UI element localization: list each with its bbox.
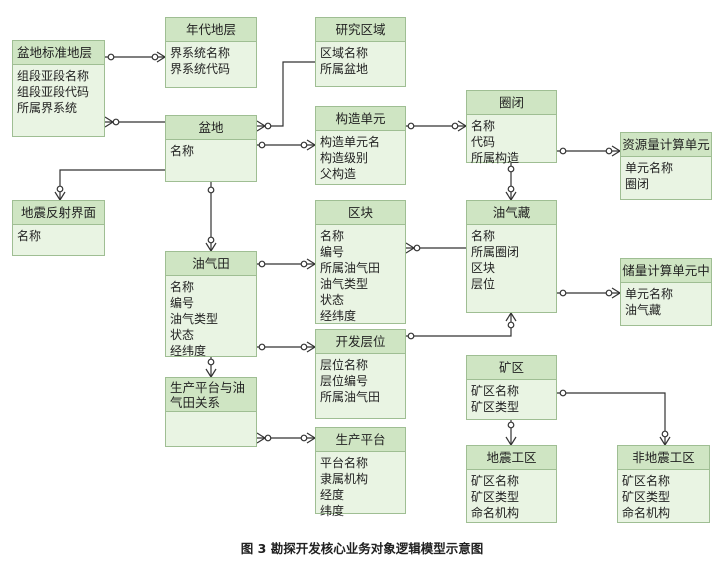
entity-attribute: 父构造 bbox=[320, 167, 357, 181]
entity-attribute: 矿区名称 bbox=[471, 474, 520, 488]
entity-attribute: 界系统名称 bbox=[170, 46, 231, 60]
relationship-lines bbox=[54, 51, 671, 447]
entity-non-seismic-work-area[interactable]: 非地震工区 矿区名称 矿区类型 命名机构 bbox=[617, 445, 710, 523]
entity-oilfield[interactable]: 油气田 名称 编号 油气类型 状态 经纬度 bbox=[165, 251, 257, 358]
entity-basin[interactable]: 盆地 名称 bbox=[165, 115, 257, 182]
entity-attribute: 经纬度 bbox=[170, 344, 207, 358]
entity-mining-area[interactable]: 矿区 矿区名称 矿区类型 bbox=[466, 355, 557, 420]
entity-attribute: 编号 bbox=[170, 296, 195, 310]
entity-title: 年代地层 bbox=[166, 18, 256, 42]
entity-attribute: 状态 bbox=[320, 293, 345, 307]
entity-title: 地震工区 bbox=[467, 446, 556, 470]
entity-title: 开发层位 bbox=[316, 330, 405, 354]
entity-structure-unit[interactable]: 构造单元 构造单元名 构造级别 父构造 bbox=[315, 106, 406, 185]
entity-title: 资源量计算单元 bbox=[621, 133, 711, 157]
entity-title: 构造单元 bbox=[316, 107, 405, 131]
entity-attribute: 平台名称 bbox=[320, 456, 369, 470]
relation-line bbox=[406, 313, 512, 337]
entity-attribute: 油气类型 bbox=[320, 277, 369, 291]
entity-attribute: 油气藏 bbox=[625, 303, 662, 317]
entity-attribute: 隶属机构 bbox=[320, 472, 369, 486]
relation-line bbox=[557, 392, 666, 445]
entity-attribute: 单元名称 bbox=[625, 161, 674, 175]
entity-attribute: 所属盆地 bbox=[320, 62, 369, 76]
entity-attribute: 所属界系统 bbox=[17, 101, 78, 115]
relation-line bbox=[257, 61, 315, 127]
entity-attribute: 状态 bbox=[170, 328, 195, 342]
entity-attribute: 层位 bbox=[471, 277, 496, 291]
entity-attribute: 经度 bbox=[320, 488, 345, 502]
entity-title: 区块 bbox=[316, 201, 405, 225]
entity-attribute: 名称 bbox=[320, 229, 345, 243]
entity-attribute: 油气类型 bbox=[170, 312, 219, 326]
entity-attribute: 区块 bbox=[471, 261, 496, 275]
entity-attribute: 名称 bbox=[17, 229, 42, 243]
entity-attribute: 命名机构 bbox=[622, 506, 671, 520]
entity-attribute: 单元名称 bbox=[625, 287, 674, 301]
entity-attribute: 所属构造 bbox=[471, 151, 520, 165]
entity-title: 生产平台 bbox=[316, 428, 405, 452]
entity-attribute: 界系统代码 bbox=[170, 62, 231, 76]
entity-title: 盆地 bbox=[166, 116, 256, 140]
entity-title: 非地震工区 bbox=[618, 446, 709, 470]
entity-platform-oilfield-relation[interactable]: 生产平台与油气田关系 bbox=[165, 377, 257, 447]
entity-attribute: 矿区名称 bbox=[622, 474, 671, 488]
entity-title: 盆地标准地层 bbox=[13, 41, 104, 65]
entity-attribute: 组段亚段名称 bbox=[17, 69, 90, 83]
entity-attribute: 层位编号 bbox=[320, 374, 369, 388]
entity-study-area[interactable]: 研究区域 区域名称 所属盆地 bbox=[315, 17, 406, 87]
entity-attribute: 构造单元名 bbox=[320, 135, 381, 149]
relation-line bbox=[59, 169, 165, 200]
entity-attribute: 名称 bbox=[471, 229, 496, 243]
entity-trap[interactable]: 圈闭 名称 代码 所属构造 bbox=[466, 90, 557, 165]
entity-attribute: 矿区类型 bbox=[471, 400, 520, 414]
entity-attribute: 区域名称 bbox=[320, 46, 369, 60]
entity-attribute: 名称 bbox=[170, 144, 195, 158]
entity-title: 油气田 bbox=[166, 252, 256, 276]
entity-attribute: 所属圈闭 bbox=[471, 245, 520, 259]
entity-dev-layer[interactable]: 开发层位 层位名称 层位编号 所属油气田 bbox=[315, 329, 406, 419]
entity-seismic-work-area[interactable]: 地震工区 矿区名称 矿区类型 命名机构 bbox=[466, 445, 557, 523]
entity-production-platform[interactable]: 生产平台 平台名称 隶属机构 经度 纬度 bbox=[315, 427, 406, 518]
entity-block[interactable]: 区块 名称 编号 所属油气田 油气类型 状态 经纬度 bbox=[315, 200, 406, 324]
entity-attribute: 组段亚段代码 bbox=[17, 85, 90, 99]
entity-attribute: 矿区类型 bbox=[471, 490, 520, 504]
entity-title: 地震反射界面 bbox=[13, 201, 104, 225]
entity-attribute: 矿区名称 bbox=[471, 384, 520, 398]
entity-seismic-interface[interactable]: 地震反射界面 名称 bbox=[12, 200, 105, 256]
entity-title: 圈闭 bbox=[467, 91, 556, 115]
entity-attribute: 经纬度 bbox=[320, 309, 357, 323]
entity-attribute: 代码 bbox=[471, 135, 496, 149]
entity-basin-standard-strata[interactable]: 盆地标准地层 组段亚段名称 组段亚段代码 所属界系统 bbox=[12, 40, 105, 137]
entity-attribute: 名称 bbox=[471, 119, 496, 133]
entity-title: 储量计算单元中 bbox=[621, 259, 711, 283]
entity-attribute: 命名机构 bbox=[471, 506, 520, 520]
entity-title: 油气藏 bbox=[467, 201, 556, 225]
entity-attribute: 构造级别 bbox=[320, 151, 369, 165]
entity-attribute: 所属油气田 bbox=[320, 261, 381, 275]
entity-resource-calc-unit[interactable]: 资源量计算单元 单元名称 圈闭 bbox=[620, 132, 712, 200]
entity-attribute: 矿区类型 bbox=[622, 490, 671, 504]
entity-reservoir[interactable]: 油气藏 名称 所属圈闭 区块 层位 bbox=[466, 200, 557, 313]
entity-chrono-strata[interactable]: 年代地层 界系统名称 界系统代码 bbox=[165, 17, 257, 88]
entity-attribute: 纬度 bbox=[320, 504, 345, 518]
entity-attribute: 名称 bbox=[170, 280, 195, 294]
entity-attribute: 圈闭 bbox=[625, 177, 650, 191]
entity-attribute: 层位名称 bbox=[320, 358, 369, 372]
entity-title: 研究区域 bbox=[316, 18, 405, 42]
entity-attribute: 编号 bbox=[320, 245, 345, 259]
entity-title: 生产平台与油气田关系 bbox=[166, 378, 256, 412]
figure-caption: 图 3 勘探开发核心业务对象逻辑模型示意图 bbox=[240, 541, 484, 556]
entity-attribute: 所属油气田 bbox=[320, 390, 381, 404]
entity-title: 矿区 bbox=[467, 356, 556, 380]
entity-reserve-calc-unit[interactable]: 储量计算单元中 单元名称 油气藏 bbox=[620, 258, 712, 326]
